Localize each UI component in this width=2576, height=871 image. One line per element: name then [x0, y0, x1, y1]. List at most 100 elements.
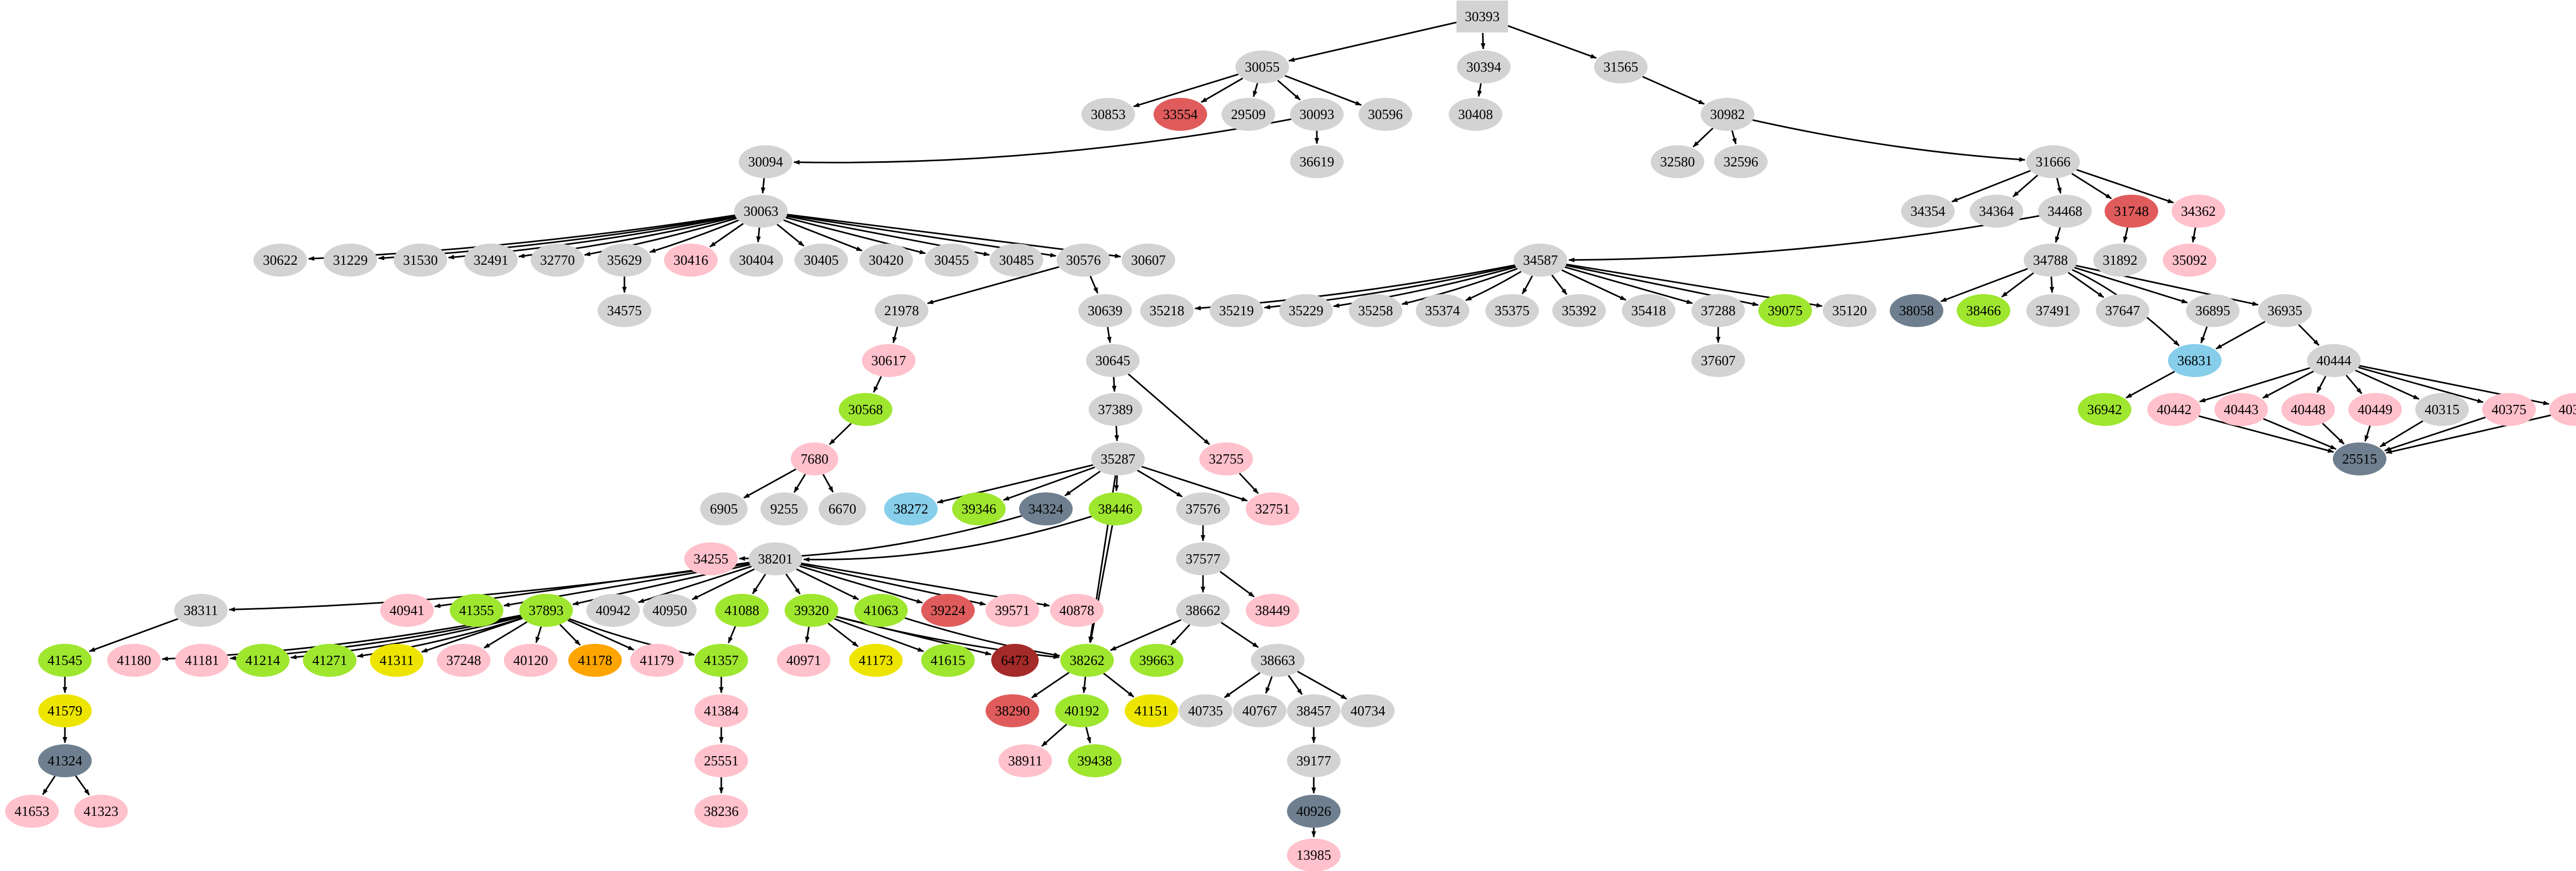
graph-node-38272[interactable]: 38272: [884, 492, 938, 525]
graph-node-35629[interactable]: 35629: [598, 244, 651, 277]
graph-node-32596[interactable]: 32596: [1714, 145, 1768, 178]
graph-node-38457[interactable]: 38457: [1287, 694, 1341, 727]
graph-node-35287[interactable]: 35287: [1091, 442, 1145, 475]
graph-node-35375[interactable]: 35375: [1485, 294, 1539, 327]
graph-node-30094[interactable]: 30094: [739, 145, 792, 178]
graph-node-29509[interactable]: 29509: [1222, 98, 1275, 131]
graph-node-32755[interactable]: 32755: [1199, 442, 1253, 475]
graph-node-35219[interactable]: 35219: [1210, 294, 1263, 327]
graph-node-32491[interactable]: 32491: [464, 244, 518, 277]
graph-node-30485[interactable]: 30485: [990, 244, 1043, 277]
graph-node-41173[interactable]: 41173: [849, 644, 903, 677]
graph-node-31748[interactable]: 31748: [2105, 195, 2158, 228]
graph-node-32580[interactable]: 32580: [1651, 145, 1704, 178]
graph-node-38466[interactable]: 38466: [1957, 294, 2010, 327]
graph-node-41151[interactable]: 41151: [1125, 694, 1178, 727]
graph-node-31892[interactable]: 31892: [2093, 244, 2147, 277]
graph-node-37491[interactable]: 37491: [2026, 294, 2080, 327]
graph-node-41311[interactable]: 41311: [370, 644, 423, 677]
graph-node-9255[interactable]: 9255: [760, 492, 808, 525]
graph-node-30607[interactable]: 30607: [1122, 244, 1175, 277]
graph-node-31565[interactable]: 31565: [1594, 50, 1648, 83]
graph-node-6473[interactable]: 6473: [991, 644, 1039, 677]
graph-node-40442[interactable]: 40442: [2147, 393, 2201, 426]
graph-node-36619[interactable]: 36619: [1290, 145, 1344, 178]
graph-node-41179[interactable]: 41179: [630, 644, 684, 677]
graph-node-30405[interactable]: 30405: [794, 244, 848, 277]
graph-node-37607[interactable]: 37607: [1691, 344, 1745, 377]
graph-node-39075[interactable]: 39075: [1758, 294, 1812, 327]
graph-node-38662[interactable]: 38662: [1176, 594, 1230, 627]
graph-node-40767[interactable]: 40767: [1233, 694, 1286, 727]
graph-node-34364[interactable]: 34364: [1970, 195, 2023, 228]
graph-node-35258[interactable]: 35258: [1349, 294, 1402, 327]
graph-node-39438[interactable]: 39438: [1068, 744, 1122, 777]
graph-node-41384[interactable]: 41384: [694, 694, 748, 727]
graph-node-32751[interactable]: 32751: [1246, 492, 1299, 525]
graph-node-41579[interactable]: 41579: [38, 694, 92, 727]
graph-node-37248[interactable]: 37248: [437, 644, 490, 677]
graph-node-38236[interactable]: 38236: [694, 795, 748, 828]
graph-node-30568[interactable]: 30568: [839, 393, 892, 426]
graph-node-13985[interactable]: 13985: [1287, 839, 1341, 871]
graph-node-32770[interactable]: 32770: [531, 244, 584, 277]
graph-node-30416[interactable]: 30416: [664, 244, 718, 277]
graph-node-34255[interactable]: 34255: [684, 542, 738, 575]
graph-node-38290[interactable]: 38290: [986, 694, 1039, 727]
graph-node-35418[interactable]: 35418: [1622, 294, 1675, 327]
graph-node-34587[interactable]: 34587: [1514, 244, 1567, 277]
graph-node-40444[interactable]: 40444: [2307, 344, 2361, 377]
graph-node-39571[interactable]: 39571: [986, 594, 1039, 627]
graph-node-31666[interactable]: 31666: [2026, 145, 2080, 178]
graph-node-30576[interactable]: 30576: [1057, 244, 1110, 277]
graph-node-40315[interactable]: 40315: [2415, 393, 2469, 426]
graph-node-40734[interactable]: 40734: [1341, 694, 1395, 727]
graph-node-40120[interactable]: 40120: [504, 644, 557, 677]
graph-node-40443[interactable]: 40443: [2214, 393, 2268, 426]
graph-node-41088[interactable]: 41088: [715, 594, 769, 627]
graph-node-36935[interactable]: 36935: [2258, 294, 2312, 327]
graph-node-41324[interactable]: 41324: [38, 744, 92, 777]
graph-node-39346[interactable]: 39346: [952, 492, 1006, 525]
graph-node-39224[interactable]: 39224: [921, 594, 975, 627]
graph-node-30853[interactable]: 30853: [1081, 98, 1135, 131]
graph-node-31530[interactable]: 31530: [394, 244, 447, 277]
graph-node-40878[interactable]: 40878: [1050, 594, 1104, 627]
graph-node-40942[interactable]: 40942: [586, 594, 640, 627]
graph-node-35392[interactable]: 35392: [1552, 294, 1606, 327]
graph-node-34362[interactable]: 34362: [2172, 195, 2225, 228]
graph-node-38449[interactable]: 38449: [1246, 594, 1299, 627]
graph-node-35120[interactable]: 35120: [1823, 294, 1876, 327]
graph-node-38262[interactable]: 38262: [1060, 644, 1114, 677]
graph-node-36895[interactable]: 36895: [2186, 294, 2240, 327]
graph-node-41063[interactable]: 41063: [854, 594, 908, 627]
graph-node-30393[interactable]: 30393: [1456, 1, 1508, 32]
graph-node-37288[interactable]: 37288: [1691, 294, 1745, 327]
graph-node-37576[interactable]: 37576: [1176, 492, 1230, 525]
graph-node-40382[interactable]: 40382: [2549, 393, 2576, 426]
graph-node-30394[interactable]: 30394: [1457, 50, 1511, 83]
graph-node-41323[interactable]: 41323: [74, 795, 128, 828]
graph-node-30622[interactable]: 30622: [253, 244, 307, 277]
graph-node-34468[interactable]: 34468: [2038, 195, 2092, 228]
graph-node-41214[interactable]: 41214: [236, 644, 290, 677]
graph-node-41181[interactable]: 41181: [175, 644, 229, 677]
graph-node-34575[interactable]: 34575: [598, 294, 651, 327]
graph-node-41357[interactable]: 41357: [694, 644, 748, 677]
graph-node-39177[interactable]: 39177: [1287, 744, 1341, 777]
graph-node-39320[interactable]: 39320: [785, 594, 838, 627]
graph-node-30093[interactable]: 30093: [1290, 98, 1344, 131]
graph-node-41545[interactable]: 41545: [38, 644, 92, 677]
graph-node-35374[interactable]: 35374: [1416, 294, 1469, 327]
graph-node-38911[interactable]: 38911: [998, 744, 1052, 777]
graph-node-38058[interactable]: 38058: [1890, 294, 1943, 327]
graph-node-41653[interactable]: 41653: [5, 795, 59, 828]
graph-node-38663[interactable]: 38663: [1251, 644, 1304, 677]
graph-node-40971[interactable]: 40971: [777, 644, 831, 677]
graph-node-40375[interactable]: 40375: [2482, 393, 2536, 426]
graph-node-34354[interactable]: 34354: [1901, 195, 1955, 228]
graph-node-40448[interactable]: 40448: [2281, 393, 2335, 426]
graph-node-41178[interactable]: 41178: [568, 644, 622, 677]
graph-node-31229[interactable]: 31229: [324, 244, 377, 277]
graph-node-30645[interactable]: 30645: [1086, 344, 1140, 377]
